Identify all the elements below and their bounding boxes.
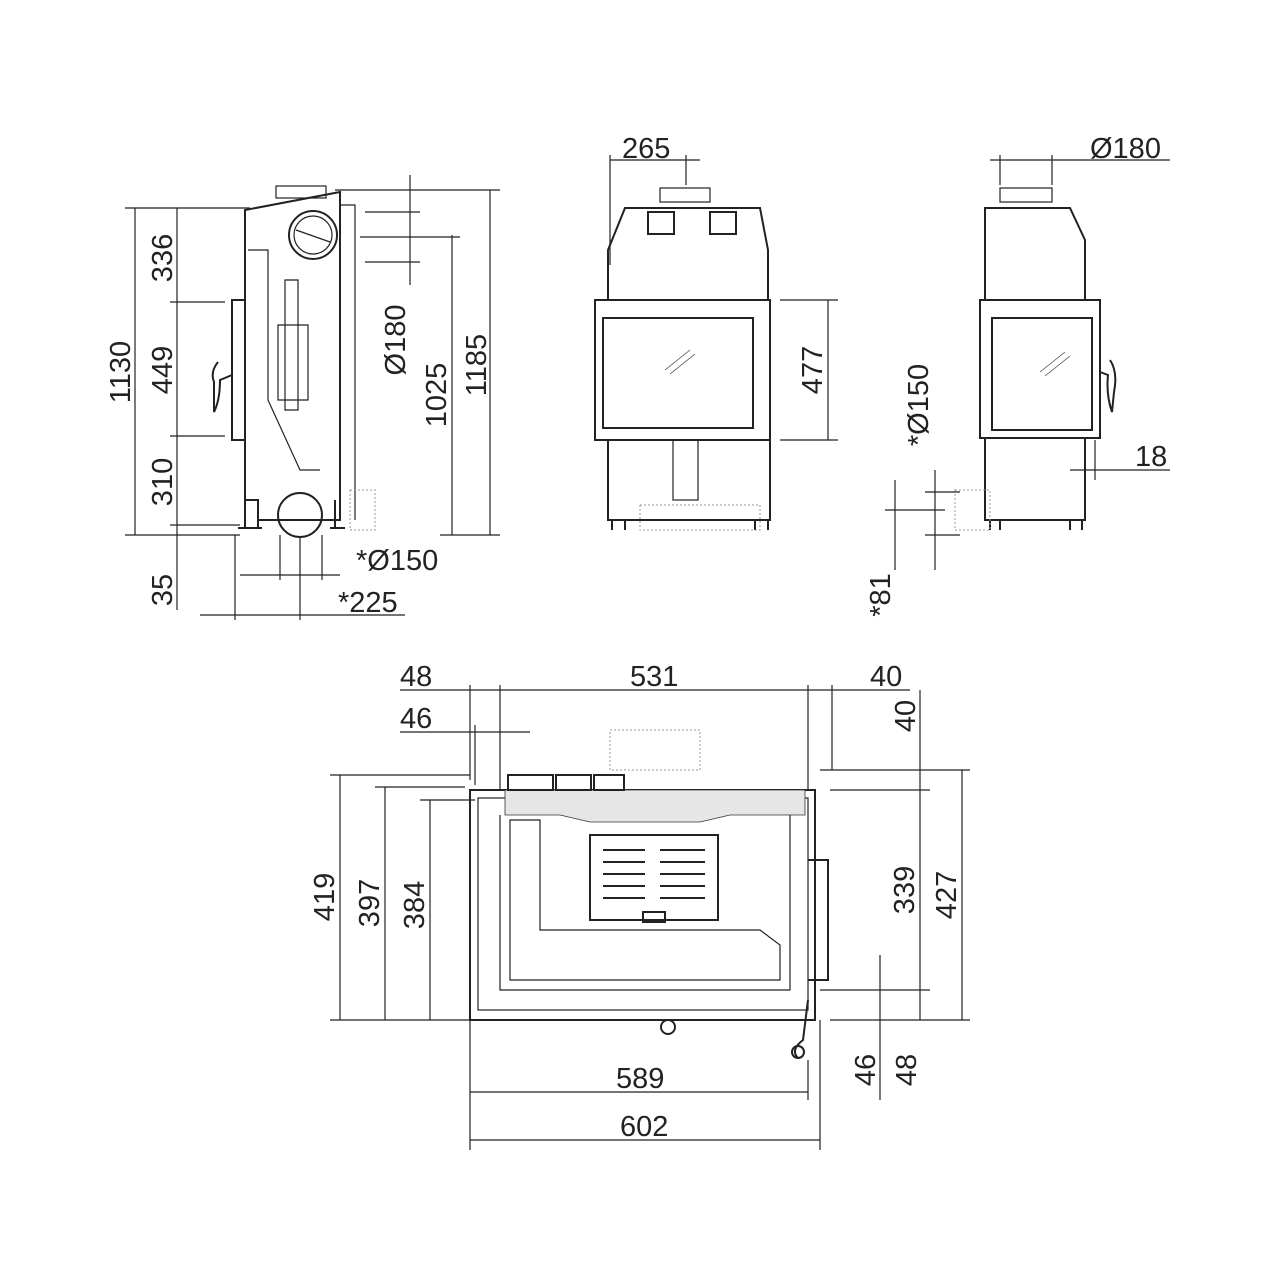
front-dimension-lines [609,155,838,441]
right-glass [991,317,1093,431]
plan-firebox [499,815,791,991]
plan-top-block-3 [593,774,625,791]
right-base [984,438,1086,521]
right-door-frame [979,299,1101,439]
dim-side-1025: 1025 [421,363,453,428]
dim-side-35: 35 [147,574,179,606]
dim-plan-48-top: 48 [400,661,432,693]
side-body-outline [244,190,341,521]
side-rails [277,279,309,411]
front-door-frame [594,299,771,441]
dim-front-477: 477 [797,346,829,394]
dim-right-81: *81 [865,573,897,617]
plan-dimension-lines [330,685,970,1150]
right-handle [1099,359,1117,413]
dim-side-air-inlet: *Ø150 [356,545,438,577]
right-glass-reflection [1039,351,1071,377]
dim-right-18: 18 [1135,441,1167,473]
plan-baffle-slots [603,849,705,899]
side-door-frame [231,299,246,441]
dim-plan-531: 531 [630,661,678,693]
dim-right-air-inlet: *Ø150 [903,364,935,446]
side-back-panel [340,204,356,520]
dim-plan-589: 589 [616,1063,664,1095]
side-view: 1130 336 449 310 35 Ø180 1025 1185 *Ø150… [105,175,500,620]
plan-view: 48 531 40 46 40 419 397 384 339 427 589 … [309,661,970,1150]
front-base [607,440,771,521]
plan-handle [793,999,809,1059]
plan-baffle-plate [589,834,719,921]
side-flue-damper [295,229,331,243]
front-dotted-duct [639,504,761,531]
dim-plan-427: 427 [931,871,963,919]
dim-plan-397: 397 [354,879,386,927]
dim-side-336: 336 [147,234,179,282]
plan-top-block-1 [507,774,554,791]
plan-side-door [808,859,829,981]
dim-plan-46-inner: 46 [400,703,432,735]
plan-front-knob [660,1019,676,1035]
side-inner-channel [248,249,320,471]
dim-plan-419: 419 [309,873,341,921]
side-flue-inner [293,215,333,255]
front-flue-collar [659,187,711,203]
dim-side-310: 310 [147,458,179,506]
plan-dotted-flue [609,729,701,771]
side-legs [244,500,336,528]
dim-side-1130: 1130 [105,341,137,403]
dim-side-225: *225 [338,587,398,619]
side-dotted-duct [349,489,376,531]
dim-side-449: 449 [147,346,179,394]
front-vent-left [647,211,675,235]
plan-outer-body [469,789,816,1021]
plan-firebox-inner [509,819,781,981]
side-handle [211,361,233,413]
dim-plan-384: 384 [399,881,431,929]
dim-plan-48-front: 48 [891,1054,923,1086]
right-dimension-lines [885,155,1170,570]
side-flue-outlet [288,210,338,260]
plan-outer-inner [477,797,809,1011]
dim-plan-40-top: 40 [870,661,902,693]
side-dimension-lines [125,175,500,620]
dim-side-flue-diameter: Ø180 [380,305,412,376]
right-legs [989,520,1083,530]
front-ash-slot [672,439,699,501]
dim-right-flue-diameter: Ø180 [1090,133,1161,165]
dim-plan-40-depth: 40 [890,700,922,732]
dim-plan-339: 339 [889,866,921,914]
right-view: Ø180 *Ø150 18 *81 [865,133,1170,617]
plan-handle-knob [791,1045,805,1059]
dim-plan-602: 602 [620,1111,668,1143]
right-flue-collar [999,187,1053,203]
side-flue-collar [275,185,327,199]
dim-front-265: 265 [622,133,670,165]
front-legs [611,520,769,530]
right-top-housing [984,207,1086,301]
plan-baffle-handle [642,911,666,923]
dim-plan-46-front: 46 [850,1054,882,1086]
front-glass [602,317,754,429]
front-glass-reflection [664,349,696,375]
plan-top-block-2 [555,774,592,791]
dim-side-1185: 1185 [461,334,493,396]
front-vent-right [709,211,737,235]
side-air-inlet [277,492,323,538]
plan-rear-hatched-wall [504,789,806,823]
front-view: 265 477 [594,133,838,531]
front-top-housing [607,207,769,301]
